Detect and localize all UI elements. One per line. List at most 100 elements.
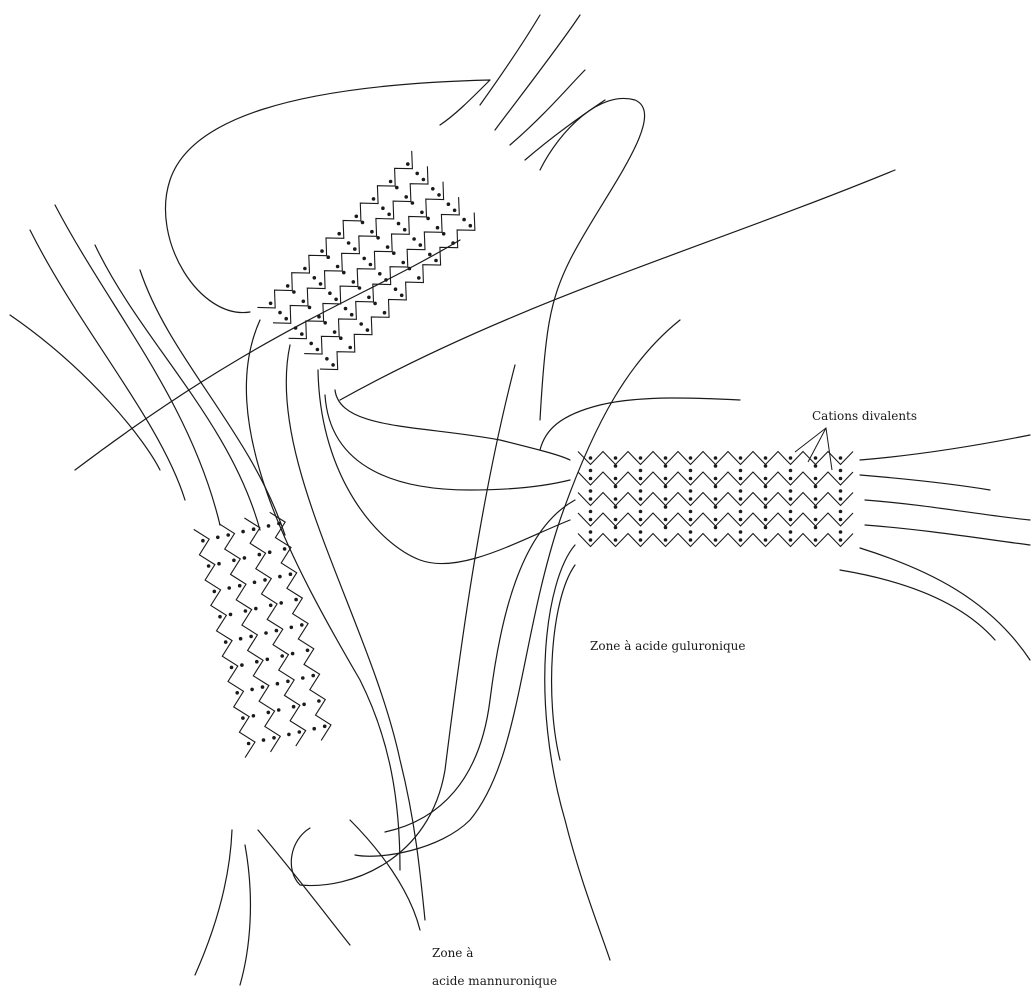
polymer-strand bbox=[335, 390, 570, 460]
divalent-cation-dot bbox=[292, 290, 296, 294]
divalent-cation-dot bbox=[614, 538, 618, 542]
divalent-cation-dot bbox=[290, 626, 294, 630]
divalent-cation-dot bbox=[589, 530, 593, 534]
divalent-cation-dot bbox=[239, 637, 243, 641]
divalent-cation-dot bbox=[344, 307, 348, 311]
divalent-cation-dot bbox=[369, 263, 373, 267]
divalent-cation-dot bbox=[240, 663, 244, 667]
divalent-cation-dot bbox=[333, 330, 337, 334]
divalent-cation-dot bbox=[216, 536, 220, 540]
polymer-strand bbox=[540, 98, 645, 420]
divalent-cation-dot bbox=[286, 284, 290, 288]
zigzag-chain bbox=[194, 529, 255, 757]
divalent-cation-dot bbox=[589, 469, 593, 473]
divalent-cation-dot bbox=[764, 505, 768, 509]
divalent-cation-dot bbox=[249, 635, 253, 639]
divalent-cation-dot bbox=[227, 586, 231, 590]
polymer-strand bbox=[552, 565, 575, 760]
divalent-cation-dot bbox=[764, 526, 768, 530]
divalent-cation-dot bbox=[814, 497, 818, 501]
zigzag-chain bbox=[320, 213, 475, 370]
divalent-cation-dot bbox=[378, 272, 382, 276]
divalent-cation-dot bbox=[350, 313, 354, 317]
divalent-cation-dot bbox=[589, 497, 593, 501]
divalent-cation-dot bbox=[302, 300, 306, 304]
divalent-cation-dot bbox=[714, 464, 718, 468]
divalent-cation-dot bbox=[347, 241, 351, 245]
divalent-cation-dot bbox=[789, 497, 793, 501]
divalent-cation-dot bbox=[664, 456, 668, 460]
divalent-cation-dot bbox=[308, 306, 312, 310]
divalent-cation-dot bbox=[284, 317, 288, 321]
divalent-cation-dot bbox=[437, 193, 441, 197]
divalent-cation-dot bbox=[397, 222, 401, 226]
divalent-cation-dot bbox=[326, 255, 330, 259]
divalent-cation-dot bbox=[434, 259, 438, 263]
divalent-cation-dot bbox=[339, 336, 343, 340]
divalent-cation-dot bbox=[201, 539, 205, 543]
polymer-strand bbox=[325, 395, 570, 490]
divalent-cation-dot bbox=[462, 218, 466, 222]
divalent-cation-dot bbox=[714, 538, 718, 542]
divalent-cation-dot bbox=[366, 328, 370, 332]
divalent-cation-dot bbox=[372, 197, 376, 201]
polymer-strand bbox=[165, 80, 490, 313]
divalent-cation-dot bbox=[789, 456, 793, 460]
divalent-cation-dot bbox=[839, 477, 843, 481]
divalent-cation-dot bbox=[401, 261, 405, 265]
divalent-cation-dot bbox=[447, 202, 451, 206]
divalent-cation-dot bbox=[323, 321, 327, 325]
divalent-cation-dot bbox=[301, 676, 305, 680]
divalent-cation-dot bbox=[268, 550, 272, 554]
divalent-cation-dot bbox=[272, 736, 276, 740]
divalent-cation-dot bbox=[286, 680, 290, 684]
divalent-cation-dot bbox=[442, 232, 446, 236]
divalent-cation-dot bbox=[325, 357, 329, 361]
divalent-cation-dot bbox=[469, 224, 473, 228]
divalent-cation-dot bbox=[789, 469, 793, 473]
divalent-cation-dot bbox=[278, 575, 282, 579]
divalent-cation-dot bbox=[258, 553, 262, 557]
divalent-cation-dot bbox=[739, 510, 743, 514]
divalent-cation-dot bbox=[689, 538, 693, 542]
divalent-cation-dot bbox=[312, 727, 316, 731]
divalent-cation-dot bbox=[348, 346, 352, 350]
divalent-cation-dot bbox=[814, 538, 818, 542]
divalent-cation-dot bbox=[384, 278, 388, 282]
divalent-cation-dot bbox=[386, 245, 390, 249]
divalent-cation-dot bbox=[589, 538, 593, 542]
polymer-strand bbox=[30, 230, 185, 500]
divalent-cation-dot bbox=[664, 505, 668, 509]
divalent-cation-dot bbox=[383, 311, 387, 315]
divalent-cation-dot bbox=[589, 518, 593, 522]
divalent-cation-dot bbox=[814, 485, 818, 489]
divalent-cation-dot bbox=[814, 464, 818, 468]
divalent-cation-dot bbox=[334, 298, 338, 302]
divalent-cation-dot bbox=[207, 564, 211, 568]
mannuronic-zone-label-line1: Zone à bbox=[432, 946, 473, 960]
divalent-cation-dot bbox=[689, 477, 693, 481]
divalent-cation-dot bbox=[764, 464, 768, 468]
divalent-cation-dot bbox=[317, 315, 321, 319]
divalent-cation-dot bbox=[262, 738, 266, 742]
divalent-cation-dot bbox=[589, 489, 593, 493]
divalent-cation-dot bbox=[403, 228, 407, 232]
divalent-cation-dot bbox=[739, 530, 743, 534]
divalent-cation-dot bbox=[336, 265, 340, 269]
divalent-cation-dot bbox=[277, 708, 281, 712]
divalent-cation-dot bbox=[614, 464, 618, 468]
divalent-cation-dot bbox=[253, 581, 257, 585]
divalent-cation-dot bbox=[269, 604, 273, 608]
polymer-strand bbox=[860, 435, 1030, 460]
divalent-cation-dot bbox=[431, 187, 435, 191]
divalent-cation-dot bbox=[417, 276, 421, 280]
zigzag-chain bbox=[304, 197, 459, 354]
divalent-cation-dot bbox=[664, 538, 668, 542]
divalent-cation-dot bbox=[415, 172, 419, 176]
divalent-cation-dot bbox=[261, 685, 265, 689]
divalent-cation-dot bbox=[294, 326, 298, 330]
divalent-cation-dot bbox=[254, 607, 258, 611]
divalent-cation-dot bbox=[311, 674, 315, 678]
divalent-cation-dot bbox=[714, 518, 718, 522]
